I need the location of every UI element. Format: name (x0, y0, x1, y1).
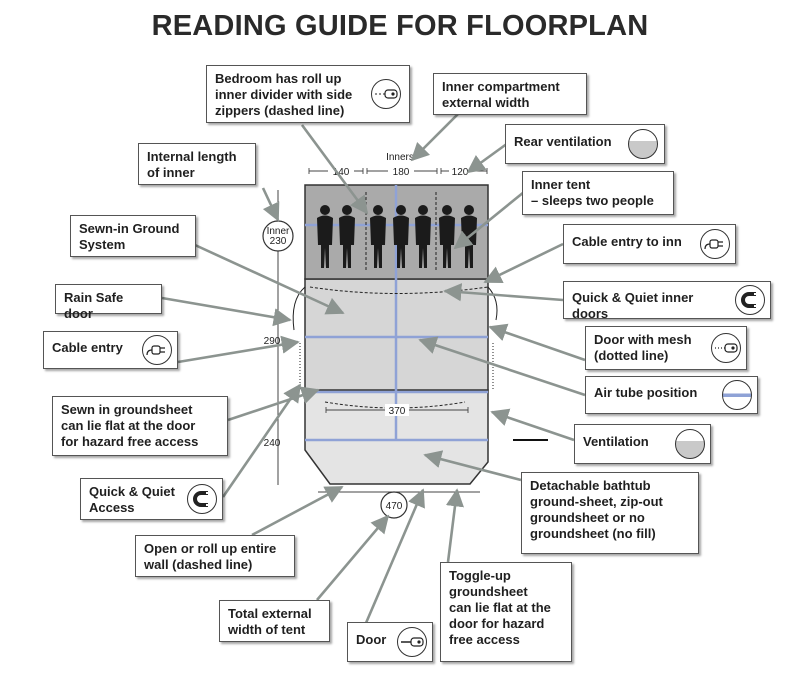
callout-quiet-inner-doors-text: Quick & Quiet inner doors (572, 290, 694, 321)
callout-rain-safe-door-text: Rain Safe door (64, 290, 124, 321)
magnet-icon (735, 285, 765, 315)
dim-bg-370 (385, 404, 409, 416)
callout-door-with-mesh-text: Door with mesh (dotted line) (594, 332, 692, 363)
callout-inner-tent-text: Inner tent – sleeps two people (531, 177, 654, 208)
callout-ventilation-text: Ventilation (583, 434, 649, 449)
callout-internal-length-text: Internal length of inner (147, 149, 237, 180)
callout-sewn-in-ground-text: Sewn-in Ground System (79, 221, 180, 252)
callout-bedroom-divider-text: Bedroom has roll up inner divider with s… (215, 71, 353, 118)
person-silhouette (393, 205, 409, 268)
callout-rear-ventilation-text: Rear ventilation (514, 134, 612, 149)
magnet-icon-2 (187, 484, 217, 514)
callout-open-roll-up-wall: Open or roll up entire wall (dashed line… (135, 535, 295, 577)
callout-rear-ventilation: Rear ventilation (505, 124, 665, 164)
leader-arrows (161, 101, 586, 624)
callout-internal-length: Internal length of inner (138, 143, 256, 185)
vent-icon (628, 129, 658, 159)
dim-total-470: 470 (386, 501, 403, 512)
callout-ventilation: Ventilation (574, 424, 711, 464)
callout-door: Door (347, 622, 433, 662)
dim-side-290: 290 (264, 336, 281, 347)
callout-sewn-groundsheet-flat: Sewn in groundsheet can lie flat at the … (52, 396, 228, 456)
callout-open-roll-up-wall-text: Open or roll up entire wall (dashed line… (144, 541, 277, 572)
callout-toggle-up-groundsheet: Toggle-up groundsheet can lie flat at th… (440, 562, 572, 662)
person-silhouette (339, 205, 355, 268)
callout-rain-safe-door: Rain Safe door (55, 284, 162, 321)
sleeping-people (317, 205, 477, 268)
callout-cable-entry-inner: Cable entry to inn (563, 224, 736, 264)
dim-inners-label: Inners (386, 152, 414, 163)
callout-detachable-bathtub: Detachable bathtub ground-sheet, zip-out… (521, 472, 699, 554)
dim-inner-right: 120 (452, 167, 469, 178)
callout-inner-tent: Inner tent – sleeps two people (522, 171, 674, 215)
callout-cable-entry: Cable entry (43, 331, 178, 369)
tent-floorplan (292, 184, 498, 485)
callout-total-external-width: Total external width of tent (219, 600, 330, 642)
callout-detachable-bathtub-text: Detachable bathtub ground-sheet, zip-out… (530, 478, 663, 541)
callout-cable-entry-inner-text: Cable entry to inn (572, 234, 682, 249)
callout-door-text: Door (356, 632, 387, 647)
zipper-icon (371, 79, 401, 109)
callout-total-external-width-text: Total external width of tent (228, 606, 312, 637)
door-zipper-icon (397, 627, 427, 657)
callout-sewn-groundsheet-flat-text: Sewn in groundsheet can lie flat at the … (61, 402, 199, 449)
plug-icon-2 (142, 335, 172, 365)
dim-inner-mid: 180 (393, 167, 410, 178)
total-width-circle (380, 491, 408, 519)
callout-inner-compartment-width-text: Inner compartment external width (442, 79, 560, 110)
callout-toggle-up-groundsheet-text: Toggle-up groundsheet can lie flat at th… (449, 568, 551, 647)
person-silhouette (415, 205, 431, 268)
person-silhouette (317, 205, 333, 268)
dim-width-370: 370 (389, 406, 406, 417)
callout-quick-quiet-access: Quick & Quiet Access (80, 478, 223, 520)
dim-bg-120 (449, 165, 471, 177)
callout-door-with-mesh: Door with mesh (dotted line) (585, 326, 747, 370)
callout-air-tube-position: Air tube position (585, 376, 758, 414)
callout-inner-compartment-width: Inner compartment external width (433, 73, 587, 115)
callout-sewn-in-ground: Sewn-in Ground System (70, 215, 196, 257)
rain-safe-door (292, 286, 306, 331)
dim-bg-180 (388, 165, 414, 177)
callout-air-tube-position-text: Air tube position (594, 385, 698, 400)
person-silhouette (439, 205, 455, 268)
dim-side-240: 240 (264, 438, 281, 449)
callout-quick-quiet-access-text: Quick & Quiet Access (89, 484, 175, 515)
mesh-zipper-icon (711, 333, 741, 363)
vent-icon-2 (675, 429, 705, 459)
dim-inner-left: 140 (333, 167, 350, 178)
door-mesh-dotted (299, 343, 494, 390)
page-title: READING GUIDE FOR FLOORPLAN (151, 10, 649, 42)
callout-quiet-inner-doors: Quick & Quiet inner doors (563, 281, 771, 321)
air-tube-icon (722, 380, 752, 410)
callout-bedroom-divider: Bedroom has roll up inner divider with s… (206, 65, 410, 123)
callout-cable-entry-text: Cable entry (52, 340, 123, 355)
person-silhouette (370, 205, 386, 268)
plug-icon (700, 229, 730, 259)
